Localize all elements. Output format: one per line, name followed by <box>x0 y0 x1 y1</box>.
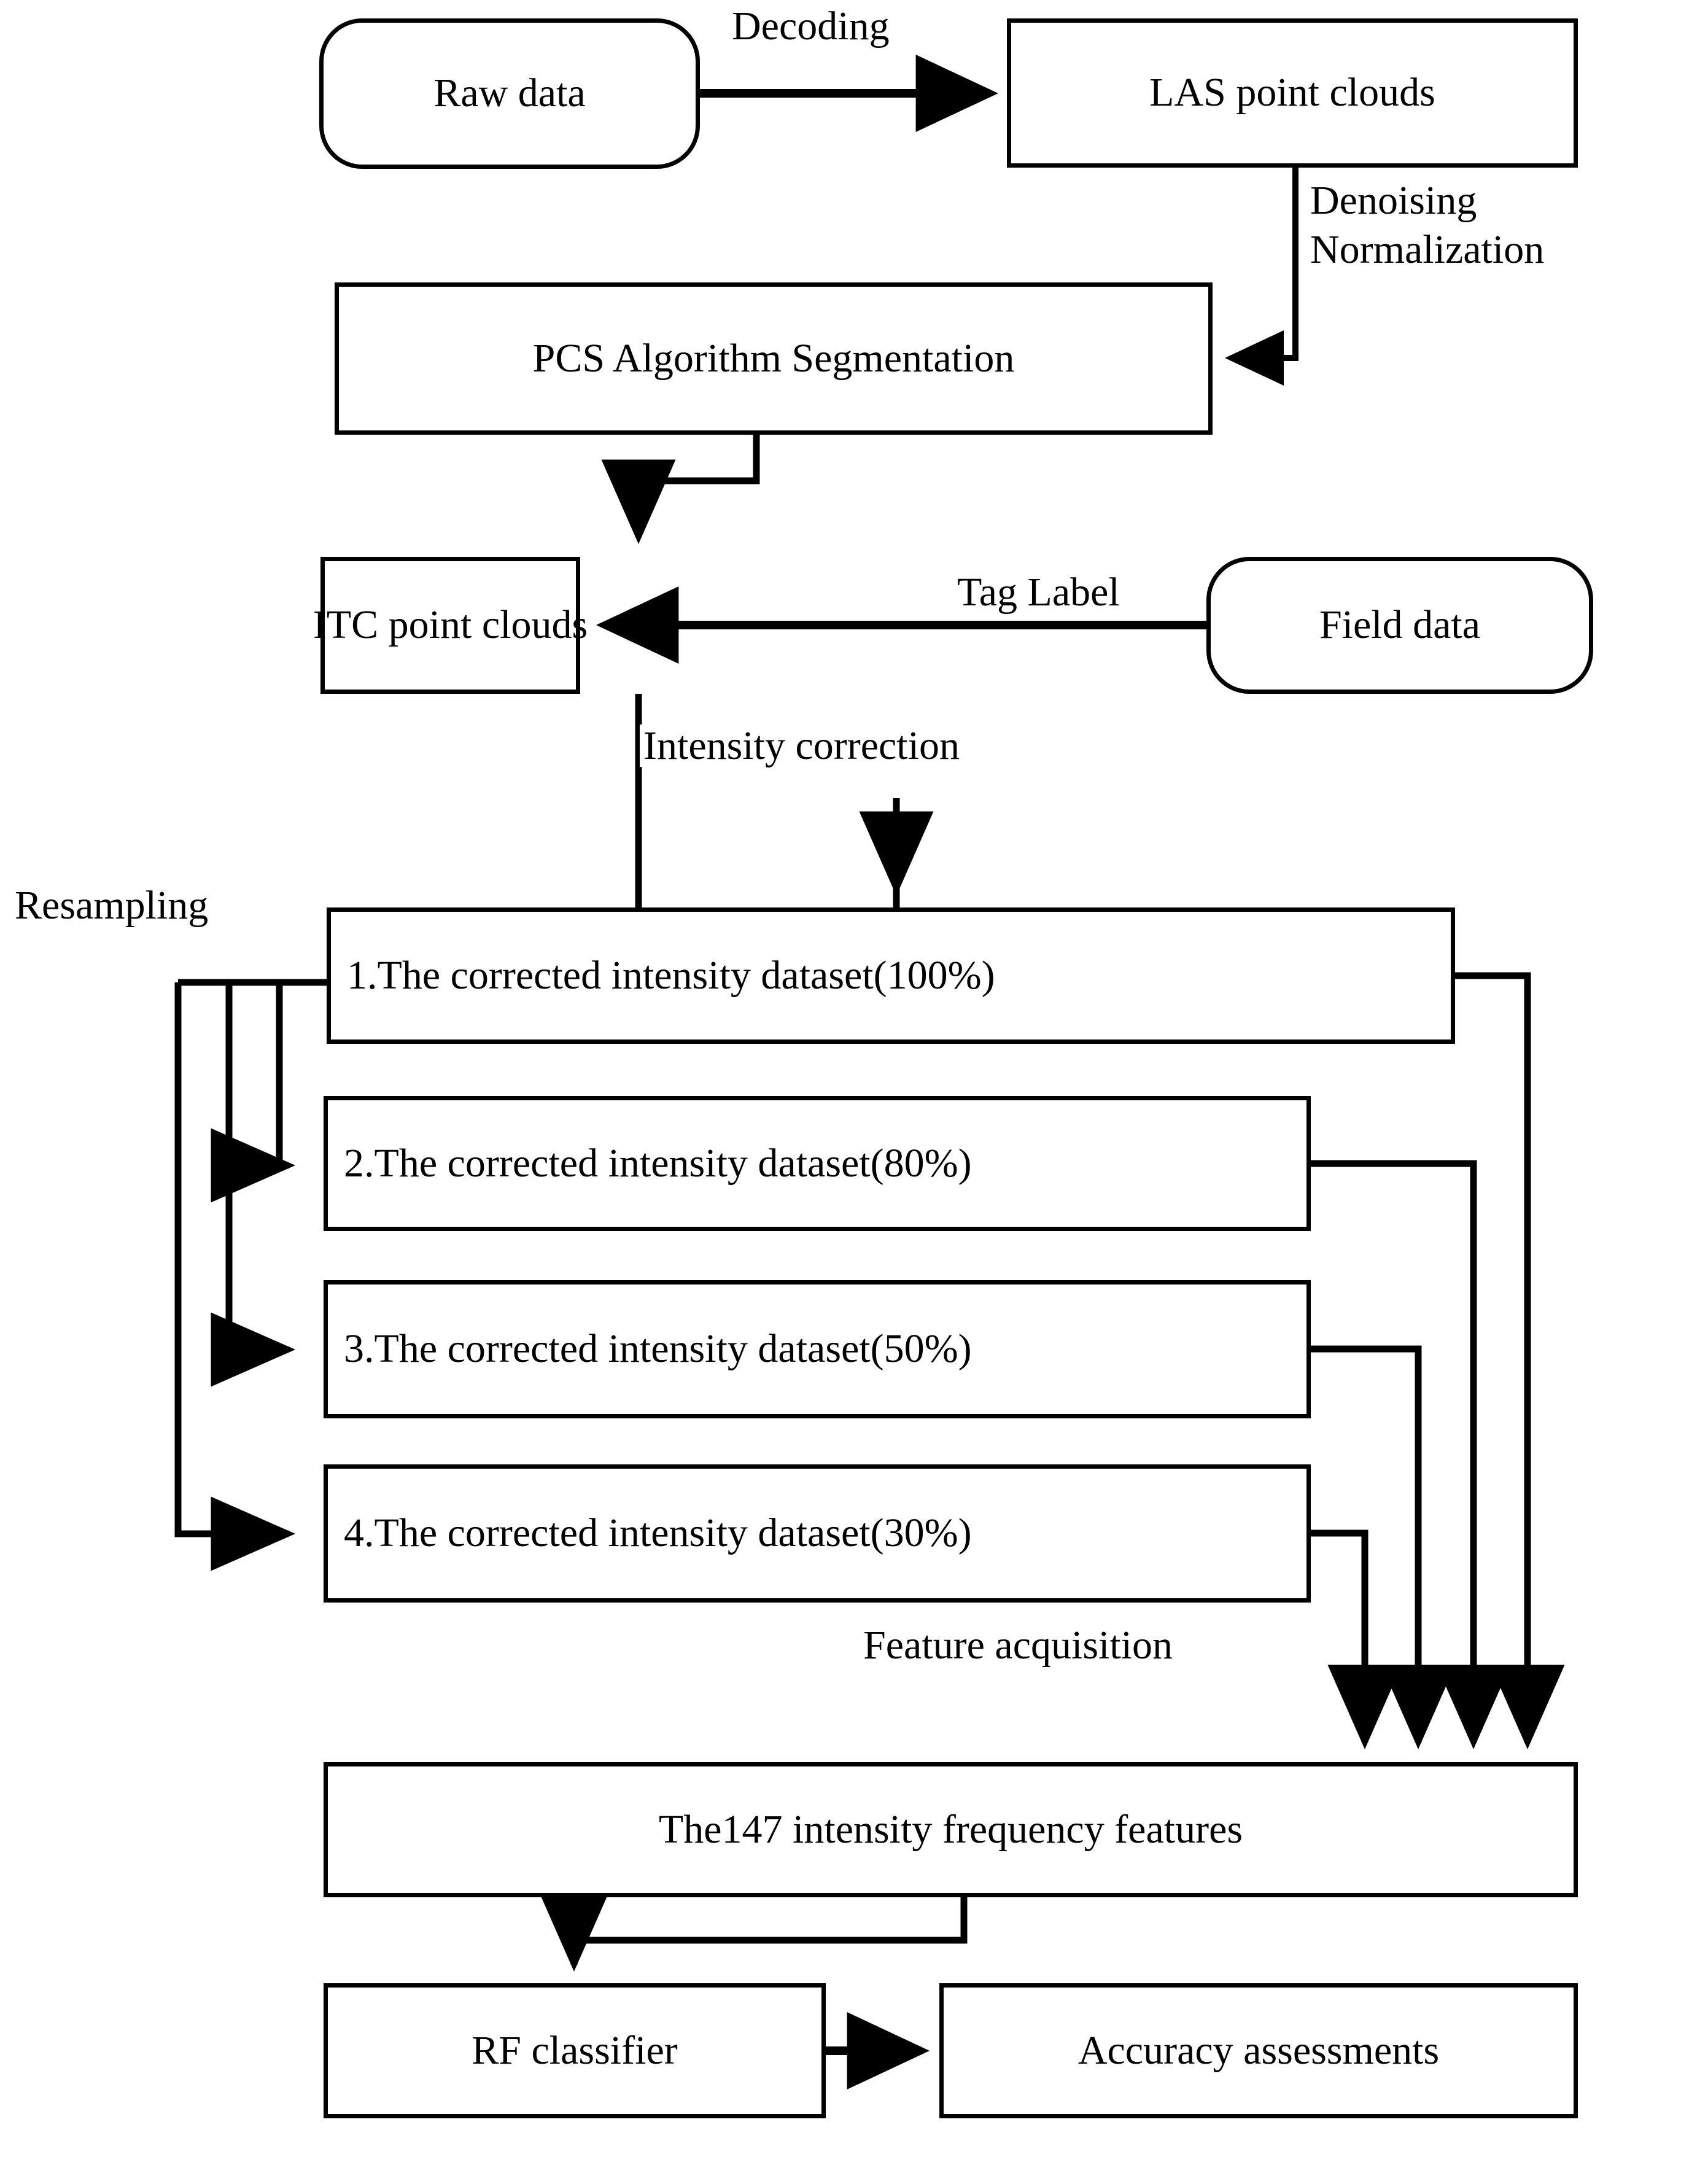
node-features[interactable]: The147 intensity frequency features <box>324 1762 1578 1897</box>
node-field-data-label: Field data <box>1319 602 1481 648</box>
node-itc-point-clouds-label: ITC point clouds <box>313 602 588 648</box>
node-raw-data[interactable]: Raw data <box>319 18 700 169</box>
node-rf-classifier[interactable]: RF classifier <box>324 1983 826 2118</box>
node-dataset-80-label: 2.The corrected intensity dataset(80%) <box>344 1140 972 1186</box>
node-las-point-clouds-label: LAS point clouds <box>1149 70 1435 115</box>
node-accuracy-assessments-label: Accuracy assessments <box>1077 2027 1440 2073</box>
node-accuracy-assessments[interactable]: Accuracy assessments <box>939 1983 1578 2118</box>
node-field-data[interactable]: Field data <box>1206 557 1593 694</box>
node-raw-data-label: Raw data <box>433 71 586 116</box>
node-dataset-50-label: 3.The corrected intensity dataset(50%) <box>344 1326 972 1372</box>
edge-label-feature-acquisition: Feature acquisition <box>860 1624 1177 1666</box>
node-dataset-30-label: 4.The corrected intensity dataset(30%) <box>344 1510 972 1556</box>
node-features-label: The147 intensity frequency features <box>658 1806 1243 1852</box>
node-dataset-100[interactable]: 1.The corrected intensity dataset(100%) <box>327 907 1455 1044</box>
node-pcs-segmentation[interactable]: PCS Algorithm Segmentation <box>335 282 1213 435</box>
edge-las-to-pcs <box>1225 168 1299 386</box>
edge-features-to-rf <box>537 1887 968 1972</box>
node-dataset-80[interactable]: 2.The corrected intensity dataset(80%) <box>324 1096 1311 1231</box>
node-itc-point-clouds[interactable]: ITC point clouds <box>313 557 588 694</box>
edge-label-decoding: Decoding <box>728 5 893 47</box>
edge-label-intensity-correction: Intensity correction <box>640 725 963 767</box>
edge-label-normalization: Normalization <box>1306 228 1548 271</box>
edge-datasets-to-features <box>1311 972 1565 1749</box>
node-dataset-50[interactable]: 3.The corrected intensity dataset(50%) <box>324 1280 1311 1418</box>
node-dataset-100-label: 1.The corrected intensity dataset(100%) <box>347 952 995 998</box>
edge-label-denoising: Denoising <box>1306 179 1481 222</box>
node-dataset-30[interactable]: 4.The corrected intensity dataset(30%) <box>324 1464 1311 1603</box>
node-las-point-clouds[interactable]: LAS point clouds <box>1007 18 1578 168</box>
edge-pcs-to-itc <box>601 435 760 544</box>
edge-label-tag-label: Tag Label <box>953 571 1124 613</box>
edge-resampling-bus <box>174 979 327 1571</box>
node-rf-classifier-label: RF classifier <box>472 2027 678 2073</box>
node-pcs-segmentation-label: PCS Algorithm Segmentation <box>532 335 1015 381</box>
edge-label-resampling: Resampling <box>11 884 212 927</box>
